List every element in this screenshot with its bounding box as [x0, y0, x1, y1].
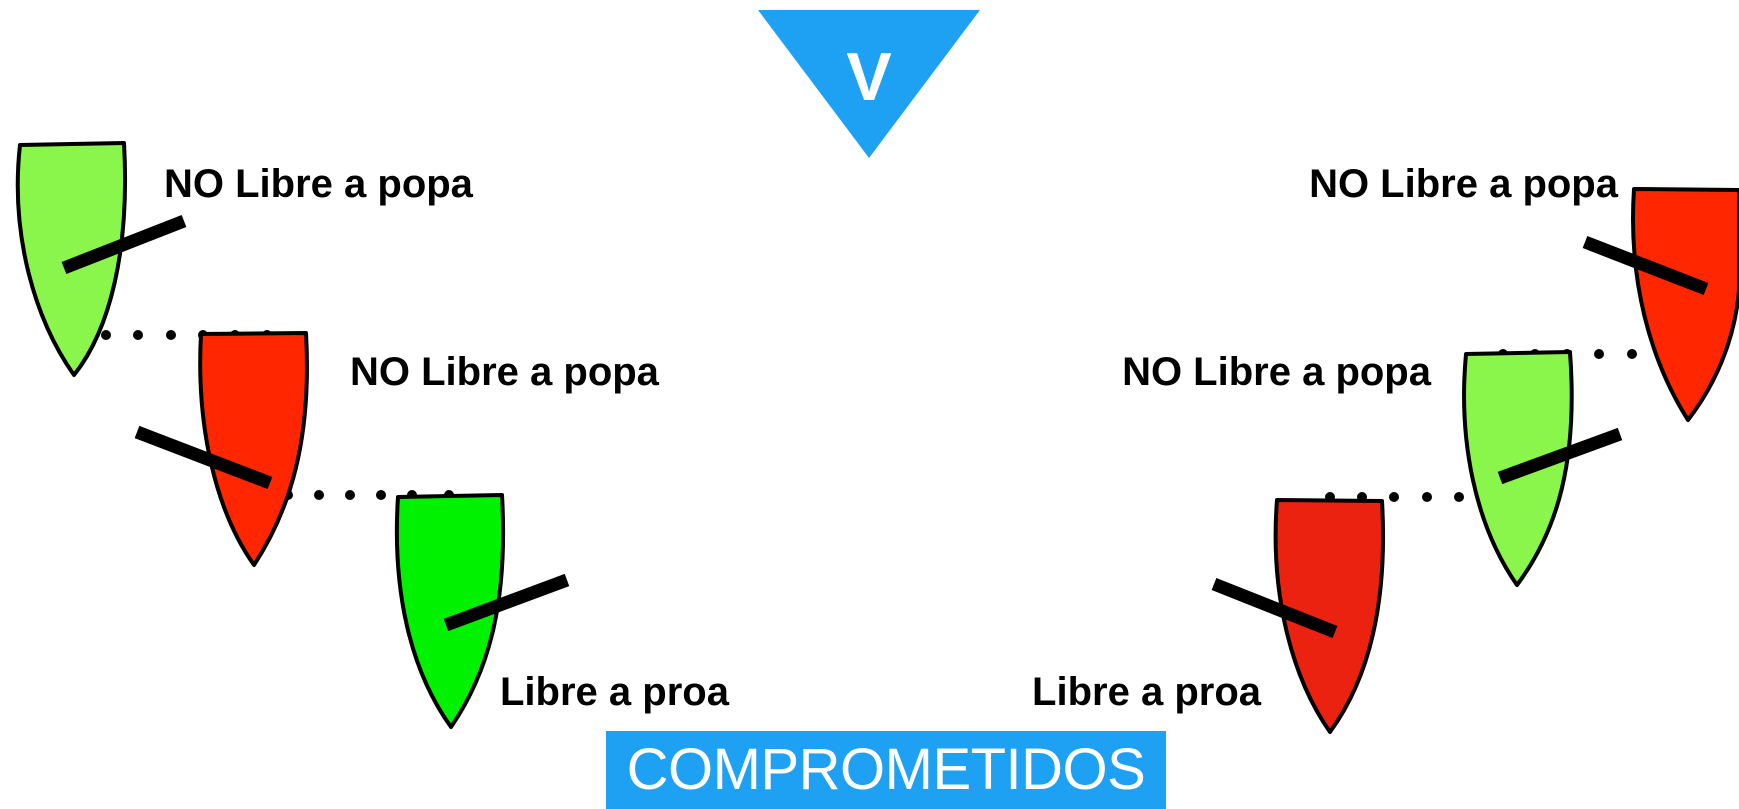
boat-hull-right-bottom: [1273, 498, 1386, 734]
boom-right-top: [1582, 235, 1709, 296]
label-right-top: NO Libre a popa: [1309, 162, 1619, 206]
label-left-top: NO Libre a popa: [164, 162, 474, 206]
boom-left-bottom: [443, 573, 570, 632]
boat-right-bottom: [1211, 498, 1386, 734]
boat-hull-left-bottom: [394, 493, 506, 729]
wind-direction-triangle-icon: [758, 10, 980, 158]
overlap-dots-right-lower: [1454, 492, 1464, 502]
overlap-dots-left-upper: [101, 330, 111, 340]
label-left-middle: NO Libre a popa: [350, 350, 660, 394]
boom-right-bottom: [1211, 577, 1338, 639]
overlap-dots-right-lower: [1422, 492, 1432, 502]
status-label: COMPROMETIDOS: [626, 737, 1146, 802]
status-banner: COMPROMETIDOS: [606, 731, 1166, 809]
wind-label: V: [846, 39, 891, 115]
boat-hull-left-middle: [198, 331, 309, 567]
overlap-dots-left-lower: [314, 490, 324, 500]
boat-left-middle: [134, 331, 309, 567]
label-right-bottom: Libre a proa: [1032, 670, 1262, 714]
overlap-dots-left-upper: [166, 330, 176, 340]
boom-right-middle: [1497, 427, 1623, 485]
boom-left-middle: [134, 425, 273, 490]
boat-right-top: [1582, 187, 1739, 422]
wind-indicator: V: [758, 10, 980, 158]
overlap-dots-right-lower: [1389, 492, 1399, 502]
overlap-dotted-lines: [69, 330, 1702, 502]
label-right-middle: NO Libre a popa: [1122, 350, 1432, 394]
boat-hull-right-top: [1631, 187, 1739, 422]
overlap-dots-left-lower: [376, 490, 386, 500]
boat-left-bottom: [394, 493, 570, 729]
label-left-bottom: Libre a proa: [500, 670, 730, 714]
boom-left-top: [61, 214, 187, 275]
overlap-dots-right-upper: [1627, 349, 1637, 359]
overlap-dots-left-lower: [345, 490, 355, 500]
boat-right-middle: [1462, 350, 1623, 587]
boat-left-top: [15, 141, 187, 377]
overlap-dots-right-upper: [1594, 349, 1604, 359]
overlap-dots-left-upper: [133, 330, 143, 340]
